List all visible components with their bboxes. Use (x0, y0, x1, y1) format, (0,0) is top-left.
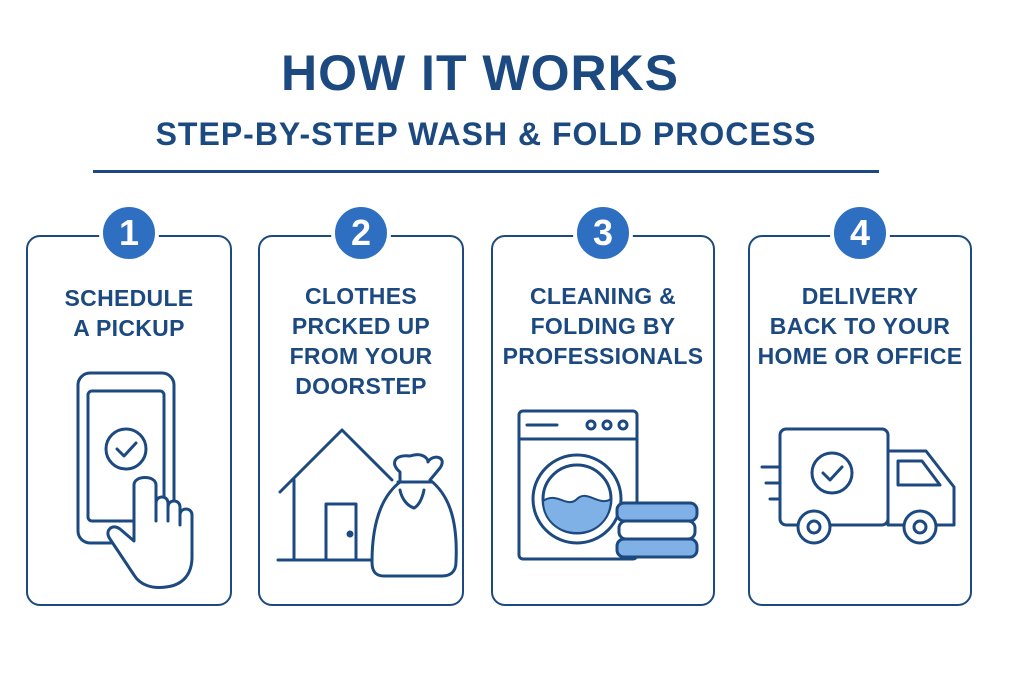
step-3-line-1: CLEANING & (529, 283, 677, 309)
washing-machine-folded-clothes-icon (517, 409, 699, 561)
title-divider (93, 170, 879, 173)
step-3-line-3: PROFESSIONALS (502, 343, 704, 369)
step-text-3: CLEANING & FOLDING BY PROFESSIONALS (493, 281, 713, 371)
step-3-line-2: FOLDING BY (530, 313, 676, 339)
house-laundry-bag-icon (276, 428, 458, 578)
step-4-line-3: HOME OR OFFICE (757, 343, 963, 369)
step-text-2: CLOTHES PRCKED UP FROM YOUR DOORSTEP (260, 281, 462, 401)
step-text-1: SCHEDULE A PICKUP (28, 283, 230, 343)
step-1-line-1: SCHEDULE (64, 285, 194, 311)
page-title: HOW IT WORKS (280, 45, 680, 101)
step-card-1: SCHEDULE A PICKUP (26, 235, 232, 606)
step-badge-2: 2 (331, 203, 391, 263)
step-2-line-3: FROM YOUR (289, 343, 433, 369)
page-subtitle: STEP-BY-STEP WASH & FOLD PROCESS (155, 116, 817, 152)
step-card-4: DELIVERY BACK TO YOUR HOME OR OFFICE (748, 235, 972, 606)
delivery-truck-icon (760, 427, 956, 545)
step-badge-3: 3 (573, 203, 633, 263)
step-badge-4: 4 (830, 203, 890, 263)
step-2-line-2: PRCKED UP (291, 313, 431, 339)
step-4-line-1: DELIVERY (801, 283, 919, 309)
step-card-2: CLOTHES PRCKED UP FROM YOUR DOORSTEP (258, 235, 464, 606)
step-card-3: CLEANING & FOLDING BY PROFESSIONALS (491, 235, 715, 606)
step-badge-1: 1 (99, 203, 159, 263)
phone-tap-check-icon (76, 371, 194, 589)
step-2-line-4: DOORSTEP (295, 373, 427, 399)
step-2-line-1: CLOTHES (305, 283, 417, 309)
step-4-line-2: BACK TO YOUR (769, 313, 951, 339)
step-text-4: DELIVERY BACK TO YOUR HOME OR OFFICE (750, 281, 970, 371)
step-1-line-2: A PICKUP (73, 315, 185, 341)
